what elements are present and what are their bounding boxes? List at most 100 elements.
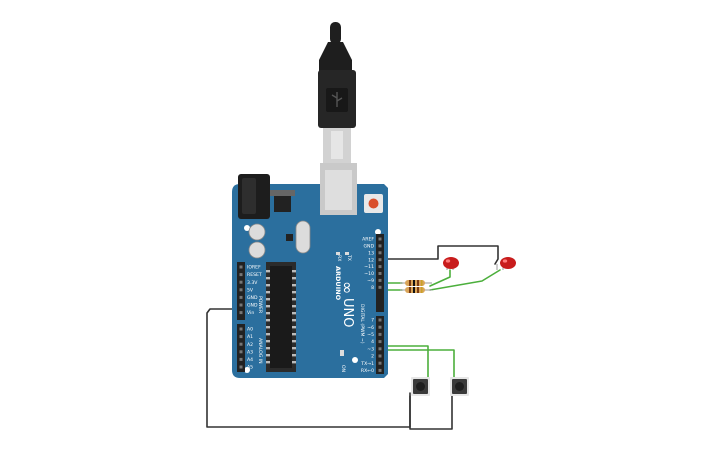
mount-hole [352,357,358,363]
power-pin-hole[interactable] [239,303,243,307]
pushbutton-left[interactable] [411,377,430,396]
pin-labels: AREFGND1312~11~10~987~6~54~32TX→1RX←0IOR… [247,237,374,374]
atmega-chip [270,266,292,368]
digital-pin-hole[interactable] [378,258,382,262]
on-led [340,350,344,356]
analog-pin-hole[interactable] [239,357,243,361]
wire-resistor-led2[interactable] [429,269,501,291]
analog-pin-label: A3 [247,349,253,355]
chip-pin [292,298,296,301]
analog-pin-hole[interactable] [239,327,243,331]
digital-pin-label: ~5 [367,332,374,338]
digital-pin-hole[interactable] [378,265,382,269]
power-pin-label: IOREF [247,265,261,271]
analog-pin-hole[interactable] [239,335,243,339]
led-lens [443,257,459,269]
digital-pin-hole[interactable] [378,354,382,358]
digital-pin-label: ~3 [367,346,374,352]
analog-pin-hole[interactable] [239,342,243,346]
power-pin-hole[interactable] [239,288,243,292]
digital-pin-label: ~6 [367,325,374,331]
digital-pin-hole[interactable] [378,272,382,275]
chip-pin [266,305,270,308]
chip-pin [266,333,270,336]
pushbutton-cap [416,382,425,391]
board-model-text: UNO [340,298,355,327]
voltage-regulator [274,196,291,212]
led-highlight [445,259,451,263]
chip-pin [266,340,270,343]
digital-pin-hole[interactable] [378,285,382,289]
analog-pin-hole[interactable] [239,350,243,354]
digital-pin-label: 13 [368,250,374,256]
usb-cable-strain-relief [319,42,352,72]
digital-pin-hole[interactable] [378,325,382,329]
voltage-regulator-tab [270,190,295,196]
power-pin-hole[interactable] [239,273,243,277]
led-left[interactable] [443,257,459,270]
wire-pin2-button[interactable] [382,349,455,381]
analog-pin-label: A4 [247,357,253,363]
digital-pin-hole[interactable] [378,368,382,372]
digital-pin-label: RX←0 [361,368,374,374]
digital-pin-label: 12 [368,257,374,263]
chip-pin [292,347,296,350]
resistor[interactable] [400,287,432,293]
digital-pin-hole[interactable] [378,318,382,322]
rx-led [336,252,340,255]
chip-pin [266,291,270,294]
digital-pin-hole[interactable] [378,361,382,365]
usb-cable[interactable] [318,22,356,164]
digital-pin-hole[interactable] [378,278,382,282]
tx-led [345,252,349,255]
digital-pin-label: TX→1 [360,361,374,367]
pushbutton-right[interactable] [450,377,469,396]
wire-buttons-common[interactable] [409,392,453,430]
digital-pin-hole[interactable] [378,332,382,336]
header-holes [239,237,382,372]
chip-pin [266,354,270,357]
digital-pin-label: 7 [371,318,374,324]
usb-b-port-inner [325,170,352,210]
tx-label: TX [346,254,352,261]
power-pin-hole[interactable] [239,311,243,315]
digital-pin-hole[interactable] [378,237,382,241]
chip-pin [292,340,296,343]
digital-pin-hole[interactable] [378,340,382,344]
digital-pin-label: ~10 [364,271,374,277]
power-header-label: POWER [257,296,263,314]
wire-gnd-to-leds[interactable] [382,245,499,265]
chip-pin [292,277,296,280]
on-label: ON [340,365,346,372]
chip-pin [292,361,296,364]
chip-pin [292,312,296,315]
digital-pin-hole[interactable] [378,251,382,255]
resistor[interactable] [400,280,432,286]
power-pin-label: 3.3V [247,280,258,286]
digital-pin-hole[interactable] [378,244,382,248]
wire-resistor-led1[interactable] [429,269,451,287]
arduino-logo-icon: ∞ [338,281,357,294]
chip-pin [292,305,296,308]
chip-pin [266,277,270,280]
mount-hole [375,229,381,235]
chip-pin [292,319,296,322]
chip-pins [266,270,296,364]
digital-pin-label: ~11 [364,264,374,270]
capacitor [248,241,266,259]
chip-pin [266,347,270,350]
power-pin-label: GND [247,295,258,301]
analog-pin-hole[interactable] [239,365,243,369]
arduino-uno-board[interactable]: AREFGND1312~11~10~987~6~54~32TX→1RX←0IOR… [232,163,388,378]
wire-pin3-button[interactable] [382,345,429,381]
led-right[interactable] [496,257,516,270]
power-pin-hole[interactable] [239,280,243,284]
digital-pin-label: 2 [371,354,374,360]
chip-pin [292,270,296,273]
digital-pin-hole[interactable] [378,347,382,351]
led-lens [500,257,516,269]
power-pin-hole[interactable] [239,295,243,299]
power-pin-hole[interactable] [239,265,243,269]
